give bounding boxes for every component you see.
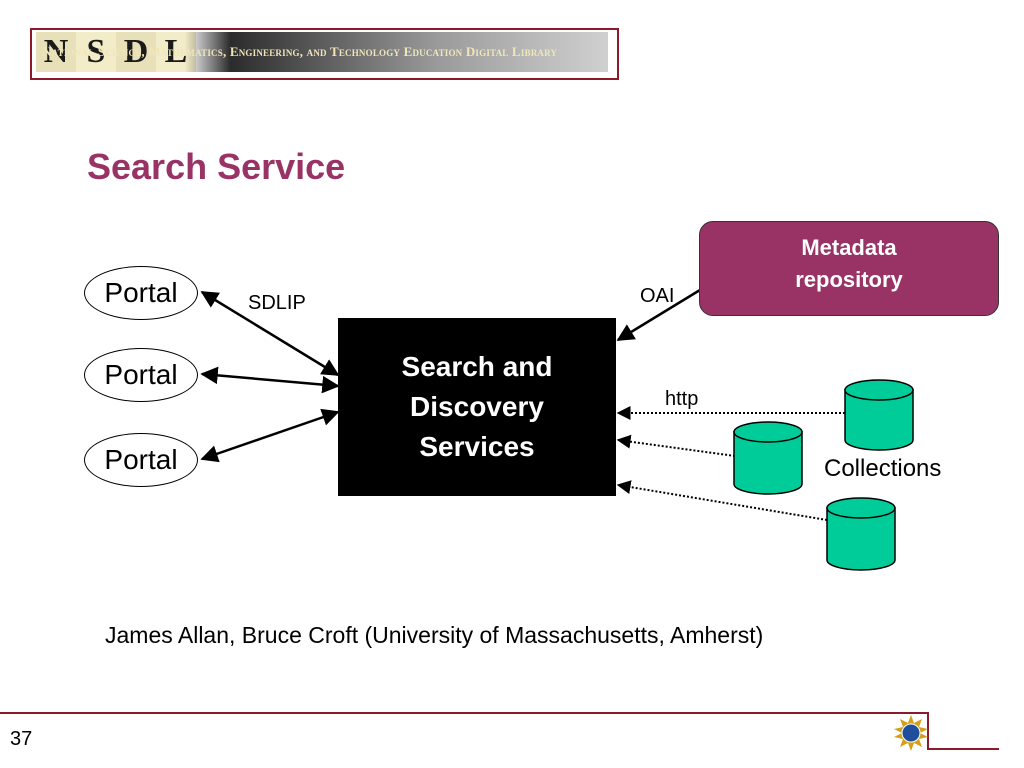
http-arrow-3: [616, 480, 828, 521]
metadata-repository-box: Metadata repository: [699, 221, 999, 316]
http-arrow-2: [616, 434, 736, 457]
collections-label: Collections: [824, 455, 942, 482]
sdlip-label: SDLIP: [248, 292, 306, 314]
footer-divider: [927, 748, 999, 750]
page-number: 37: [10, 728, 33, 750]
collection-cylinder-2: [733, 421, 803, 495]
nsf-seal-icon: [894, 715, 928, 751]
portal-node-3: Portal: [84, 433, 198, 487]
portal-node-2: Portal: [84, 348, 198, 402]
portal-3-arrow: [200, 408, 340, 463]
oai-label: OAI: [640, 285, 675, 307]
header-banner: N S D L National Science, Mathematics, E…: [0, 0, 1024, 90]
portal-2-arrow: [200, 366, 340, 394]
http-label: http: [665, 388, 699, 410]
portal-1-arrow: [200, 290, 340, 377]
footer-divider: [927, 712, 929, 748]
slide-title: Search Service: [87, 146, 346, 187]
footer-divider: [0, 712, 927, 714]
collection-cylinder-3: [826, 497, 896, 571]
oai-arrow: [616, 288, 701, 342]
banner-text: National Science, Mathematics, Engineeri…: [36, 32, 608, 72]
collection-cylinder-1: [844, 379, 914, 451]
attribution-caption: James Allan, Bruce Croft (University of …: [105, 622, 764, 648]
portal-node-1: Portal: [84, 266, 198, 320]
search-discovery-services-box: Search and Discovery Services: [338, 318, 616, 496]
